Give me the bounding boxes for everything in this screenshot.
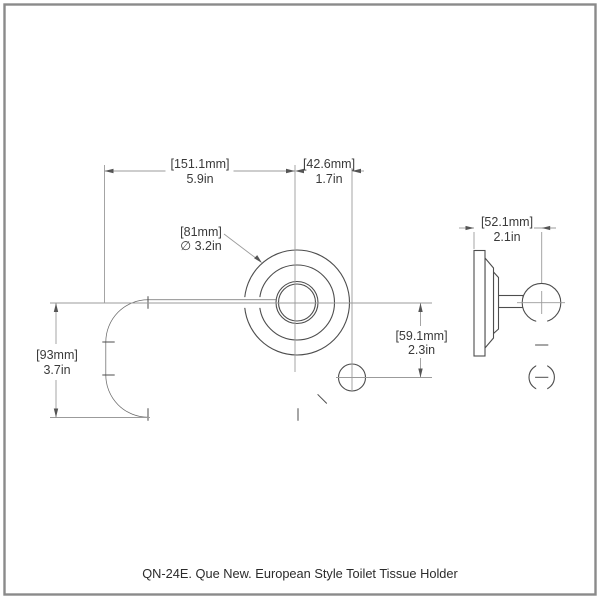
arm-tube-fill — [103, 297, 347, 420]
hanging-arm-ticks — [535, 344, 549, 378]
plate-step-2 — [492, 270, 500, 335]
dim-drop-mm: [59.1mm] — [395, 329, 447, 343]
arm-joint-ticks — [102, 296, 328, 421]
dim-height-in: 3.7in — [43, 363, 70, 377]
backplate — [473, 249, 486, 357]
dim-projection-in: 2.1in — [493, 230, 520, 244]
dim-offset-mm: [42.6mm] — [303, 157, 355, 171]
dim-height-mm: [93mm] — [36, 348, 78, 362]
dim-offset-in: 1.7in — [315, 172, 342, 186]
front-view — [102, 249, 367, 421]
product-caption: QN-24E. Que New. European Style Toilet T… — [142, 566, 458, 581]
dim-drop-in: 2.3in — [408, 343, 435, 357]
rosette-hub-circle — [275, 280, 319, 325]
dim-width-in: 5.9in — [186, 172, 213, 186]
dimension-lines — [50, 165, 565, 418]
side-view — [473, 249, 562, 421]
dimension-labels: [151.1mm] 5.9in [42.6mm] 1.7in [81mm] ∅ … — [36, 157, 533, 377]
dim-plate-mm: [81mm] — [180, 225, 222, 239]
dim-projection-mm: [52.1mm] — [481, 215, 533, 229]
dim-width-mm: [151.1mm] — [170, 157, 229, 171]
dim-plate-in: ∅ 3.2in — [180, 239, 222, 253]
rosette-hub-inner-circle — [277, 283, 317, 322]
arm-tube-highlight — [105, 299, 276, 418]
mount-stem — [497, 294, 524, 309]
plate-step-1 — [484, 256, 495, 350]
frame-border — [3, 3, 597, 596]
